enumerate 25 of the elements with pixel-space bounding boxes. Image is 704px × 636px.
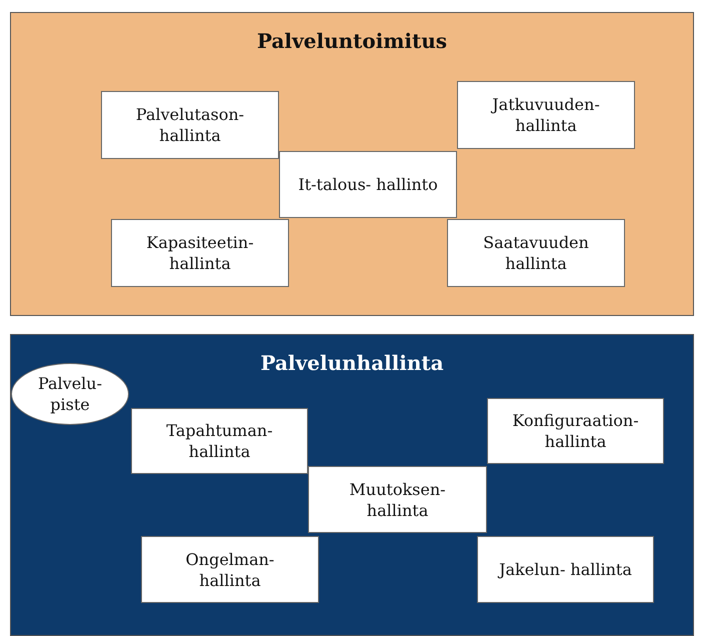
process-box [457,81,635,149]
box-label: Muutoksen- hallinta [348,478,447,520]
box-label: Konfiguraation- hallinta [511,410,640,452]
process-box [447,219,625,287]
process-box [487,398,664,464]
box-label: Tapahtuman- hallinta [165,420,274,462]
box-label: Kapasiteetin- hallinta [145,232,255,274]
panel-title: Palveluntoimitus [256,29,448,53]
group-panel [10,12,694,316]
process-box [477,536,654,603]
process-box [111,219,289,287]
box-label: Jakelun- hallinta [496,559,633,580]
process-box [279,151,457,218]
group-panel [10,334,694,636]
box-label: It-talous- hallinto [297,174,439,195]
process-box [101,91,279,159]
process-box [131,408,308,474]
box-label: Palvelu- piste [36,373,104,415]
panel-title: Palvelunhallinta [259,351,445,375]
box-label: Ongelman- hallinta [184,548,276,590]
box-label: Jatkuvuuden- hallinta [490,94,601,136]
process-box [141,536,319,603]
process-box [308,466,487,533]
box-label: Saatavuuden hallinta [482,232,590,274]
box-label: Palvelutason- hallinta [134,104,246,146]
